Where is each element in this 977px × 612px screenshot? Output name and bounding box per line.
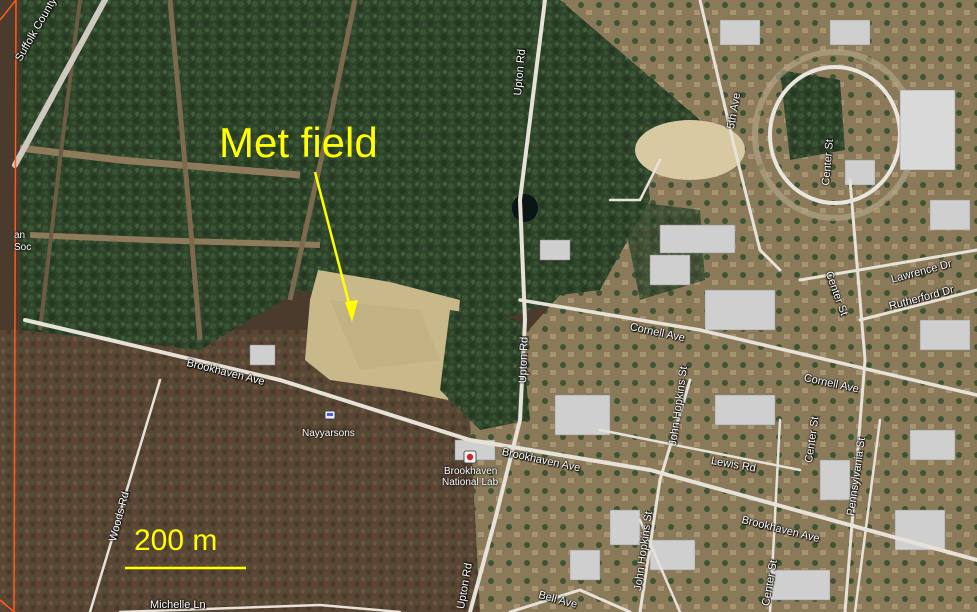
roads — [12, 0, 977, 612]
scale-label: 200 m — [134, 524, 218, 557]
firebreak-4 — [287, 0, 358, 301]
road-label-michelle-ln: Michelle Ln — [150, 599, 206, 611]
met-field-title: Met field — [219, 119, 378, 166]
firebreak-2 — [29, 232, 321, 248]
forest-patch-1 — [500, 90, 650, 300]
firebreak-1 — [19, 144, 301, 179]
met-field-arrowhead — [345, 300, 358, 322]
met-field-shading — [330, 300, 440, 370]
place-label-left-edge-2: Soc — [14, 242, 32, 253]
place-label-bnl-line2[interactable]: National Lab — [442, 477, 499, 488]
met-field-arrow — [313, 171, 354, 316]
forest-patch-2 — [440, 310, 530, 430]
forest-patch-3 — [780, 70, 845, 160]
bnl-pin-icon[interactable] — [463, 450, 477, 464]
firebreak-3 — [167, 0, 203, 341]
road-label-upton-rd-2: Upton Rd — [517, 336, 531, 384]
accent-border-line — [0, 0, 17, 612]
accent-corner-bottom — [0, 599, 15, 612]
place-label-left-edge-1: an — [14, 230, 26, 241]
place-label-nayyarsons[interactable]: Nayyarsons — [302, 428, 355, 439]
sand-clearing — [635, 120, 745, 180]
nayyarsons-pin-icon[interactable] — [324, 410, 336, 420]
place-label-bnl-line1[interactable]: Brookhaven — [444, 466, 498, 477]
buildings — [249, 19, 971, 601]
pond — [512, 194, 538, 222]
